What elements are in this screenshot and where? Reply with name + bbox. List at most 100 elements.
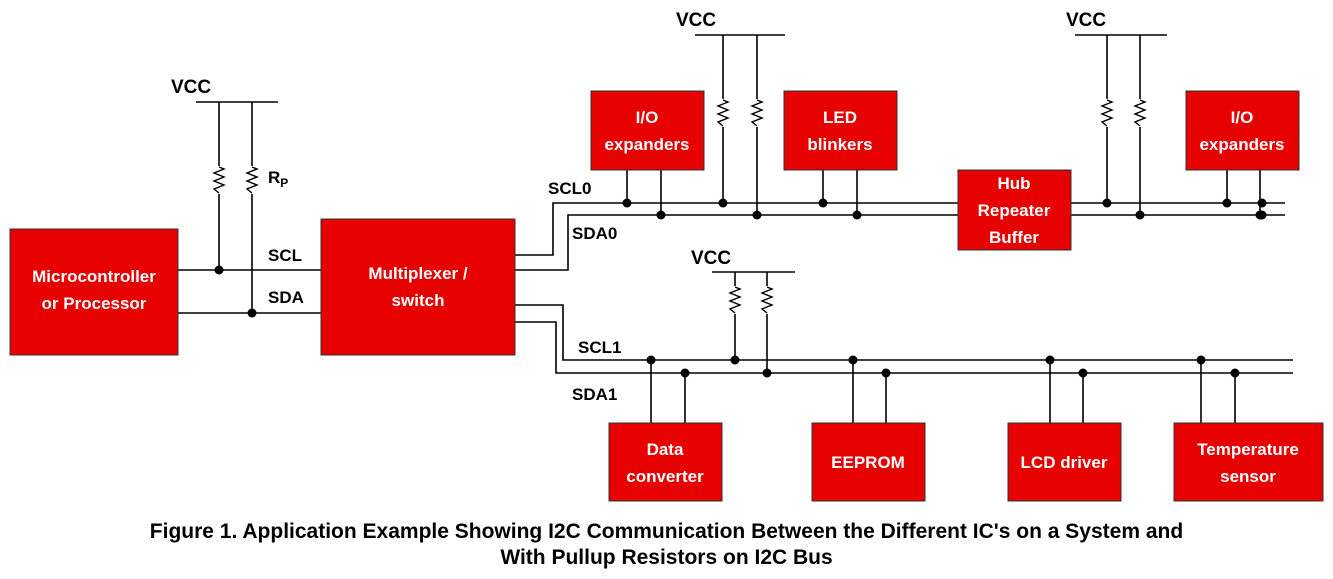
- vcc-label-bus1: VCC: [691, 248, 731, 269]
- junction-sda-main: [247, 308, 257, 318]
- temperature-sensor-block: Temperature sensor: [1173, 422, 1324, 502]
- junction-sda1-lcd: [1078, 368, 1088, 378]
- sda0-label: SDA0: [572, 224, 617, 243]
- led-blinkers-label-2: blinkers: [807, 135, 872, 154]
- junction-sda1-eeprom: [881, 368, 891, 378]
- junction-sda1-temp: [1230, 368, 1240, 378]
- io-expanders-left-label-2: expanders: [604, 135, 689, 154]
- scl-label: SCL: [268, 246, 302, 265]
- junction-scl0-led: [818, 198, 828, 208]
- led-blinkers-label-1: LED: [823, 108, 857, 127]
- caption-line-1: Figure 1. Application Example Showing I2…: [149, 520, 1184, 543]
- microcontroller-label-1: Microcontroller: [32, 267, 156, 286]
- temperature-sensor-label-2: sensor: [1220, 467, 1276, 486]
- io-expanders-left-block: I/O expanders: [590, 90, 705, 171]
- junction-sda0-pullup-a: [752, 210, 762, 220]
- figure-caption: Figure 1. Application Example Showing I2…: [0, 519, 1333, 571]
- resistor-pullup-scl1: [728, 286, 742, 314]
- labels: VCC VCC VCC VCC RP SCL SDA SCL0 SDA0 SCL…: [171, 10, 1106, 404]
- multiplexer-box: [320, 218, 516, 356]
- hub-repeater-buffer-block: Hub Repeater Buffer: [957, 169, 1072, 251]
- junction-scl0-io-right: [1222, 198, 1232, 208]
- junction-scl0-pullup-b: [1102, 198, 1112, 208]
- temperature-sensor-box: [1173, 422, 1324, 502]
- data-converter-block: Data converter: [608, 422, 723, 502]
- resistor-pullup-sda0-b-gap: [1137, 99, 1143, 127]
- multiplexer-label-1: Multiplexer /: [368, 264, 467, 283]
- junction-sda1-pullup: [762, 368, 772, 378]
- resistor-pullup-sda0-a-gap: [754, 99, 760, 127]
- junctions: [214, 198, 1267, 378]
- eeprom-block: EEPROM: [811, 422, 926, 502]
- resistor-pullup-sda-main-zigzag: [245, 166, 259, 194]
- i2c-bus-diagram: Microcontroller or Processor Multiplexer…: [9, 10, 1324, 502]
- multiplexer-block: Multiplexer / switch: [320, 218, 516, 356]
- scl0-label: SCL0: [548, 179, 591, 198]
- resistor-pullup-sda0-b: [1133, 99, 1147, 127]
- resistor-pullup-sda0-a-zigzag: [750, 99, 764, 127]
- resistor-pullup-sda-main-gap: [249, 166, 255, 194]
- resistor-pullup-scl-main: [212, 166, 226, 194]
- caption-line-2: With Pullup Resistors on I2C Bus: [500, 546, 833, 569]
- multiplexer-label-2: switch: [392, 291, 445, 310]
- microcontroller-box: [9, 228, 179, 356]
- hub-label-3: Buffer: [989, 228, 1039, 247]
- junction-sda0-end: [1257, 210, 1267, 220]
- scl0-branch: [515, 202, 1285, 256]
- resistor-pullup-sda1-zigzag: [760, 286, 774, 314]
- scl1-branch: [515, 304, 1293, 361]
- scl1-label: SCL1: [578, 338, 621, 357]
- junction-scl-main: [214, 265, 224, 275]
- eeprom-box: [811, 422, 926, 502]
- hub-label-1: Hub: [997, 174, 1030, 193]
- resistor-pullup-scl0-b-zigzag: [1100, 99, 1114, 127]
- vcc-label-main: VCC: [171, 77, 211, 98]
- data-converter-label-2: converter: [626, 467, 704, 486]
- junction-scl1-eeprom: [848, 355, 858, 365]
- io-expanders-right-block: I/O expanders: [1185, 90, 1300, 171]
- junction-scl0-pullup-a: [718, 198, 728, 208]
- rp-label: RP: [268, 168, 288, 190]
- io-expanders-left-box: [590, 90, 705, 171]
- eeprom-label: EEPROM: [831, 453, 905, 472]
- rp-label-sub: P: [280, 176, 288, 190]
- resistor-pullup-scl1-gap: [732, 286, 738, 314]
- sda0-branch: [515, 214, 1285, 271]
- io-expanders-right-label-2: expanders: [1199, 135, 1284, 154]
- lcd-driver-box: [1007, 422, 1122, 502]
- data-converter-box: [608, 422, 723, 502]
- lcd-driver-block: LCD driver: [1007, 422, 1122, 502]
- resistor-pullup-scl0-a-gap: [720, 99, 726, 127]
- junction-scl1-data-conv: [646, 355, 656, 365]
- blocks: Microcontroller or Processor Multiplexer…: [9, 90, 1324, 502]
- data-converter-label-1: Data: [647, 440, 684, 459]
- resistor-pullup-sda1: [760, 286, 774, 314]
- resistor-pullup-sda0-a: [750, 99, 764, 127]
- resistor-pullup-scl0-b: [1100, 99, 1114, 127]
- rp-label-main: R: [268, 168, 280, 187]
- hub-repeater-buffer-box: [957, 169, 1072, 251]
- vcc-label-bus0-right: VCC: [1066, 10, 1106, 31]
- resistors: [212, 99, 1147, 314]
- junction-sda1-data-conv: [680, 368, 690, 378]
- junction-scl1-lcd: [1045, 355, 1055, 365]
- resistor-pullup-scl1-zigzag: [728, 286, 742, 314]
- junction-sda0-led: [852, 210, 862, 220]
- microcontroller-label-2: or Processor: [42, 294, 147, 313]
- sda1-label: SDA1: [572, 385, 617, 404]
- led-blinkers-box: [783, 90, 898, 171]
- junction-scl1-temp: [1196, 355, 1206, 365]
- temperature-sensor-label-1: Temperature: [1197, 440, 1299, 459]
- junction-sda0-pullup-b: [1135, 210, 1145, 220]
- hub-label-2: Repeater: [978, 201, 1051, 220]
- resistor-pullup-sda-main: [245, 166, 259, 194]
- microcontroller-block: Microcontroller or Processor: [9, 228, 179, 356]
- resistor-pullup-scl0-b-gap: [1104, 99, 1110, 127]
- io-expanders-right-label-1: I/O: [1231, 108, 1254, 127]
- sda-label: SDA: [268, 288, 304, 307]
- junction-scl1-pullup: [730, 355, 740, 365]
- lcd-driver-label: LCD driver: [1021, 453, 1108, 472]
- sda1-branch: [515, 321, 1293, 374]
- vcc-label-bus0-left: VCC: [676, 10, 716, 31]
- junction-sda0-io-left: [656, 210, 666, 220]
